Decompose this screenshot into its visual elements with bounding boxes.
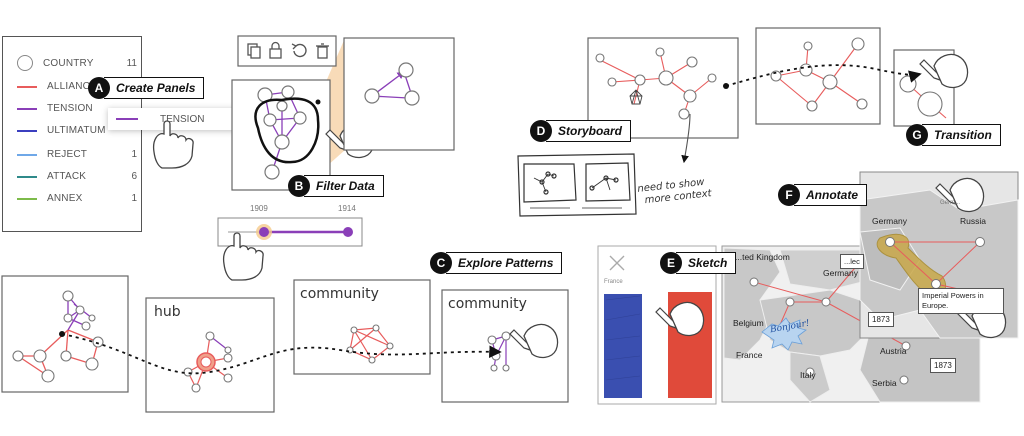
legend-count: 11 [126,57,137,69]
flag-blue-stripe [604,294,642,398]
legend-label: ALLIANCE [47,81,97,92]
annotated-map-relations [889,241,991,297]
community-label: community [448,296,527,312]
legend-label: ANNEX [47,193,83,204]
scribble-mark [629,89,643,105]
legend-row-annex[interactable]: ANNEX 1 [17,193,137,204]
country-node-icon [17,55,33,71]
map-label-germany: Germany [823,268,858,278]
hub-label: hub [154,304,181,320]
badge-letter: B [288,175,310,197]
badge-letter: D [530,120,552,142]
sketch-tab-label: France [604,279,623,285]
step-badge-explore-patterns: C Explore Patterns [430,252,563,274]
badge-label: Explore Patterns [446,252,563,274]
legend-row-attack[interactable]: ATTACK 6 [17,171,137,182]
tension-line-swatch [17,107,37,110]
step-badge-storyboard: D Storyboard [530,120,632,142]
step-badge-annotate: F Annotate [778,184,867,206]
badge-label: Filter Data [304,175,384,197]
reject-line-swatch [17,153,37,156]
legend-label: COUNTRY [43,57,94,69]
ultimatum-line-swatch [17,129,37,132]
filter-graph-nodes [257,85,307,180]
legend-label: ATTACK [47,171,87,182]
map-label-austria: Austria [880,346,907,356]
undo-icon[interactable] [291,43,307,58]
badge-letter: A [88,77,110,99]
legend-label: TENSION [47,103,93,114]
drag-row-label: TENSION [160,113,205,125]
legend-count: 1 [131,193,137,204]
slider-end-handle[interactable] [343,227,353,237]
slider-start-label: 1909 [250,204,268,213]
badge-label: Annotate [794,184,867,206]
step-badge-filter-data: B Filter Data [288,175,384,197]
badge-label: Storyboard [546,120,632,142]
badge-letter: F [778,184,800,206]
legend-label: ULTIMATUM [47,125,106,136]
map-label-italy: Italy [800,370,816,380]
speech-bubble [761,317,807,351]
badge-letter: E [660,252,682,274]
badge-label: Sketch [676,252,737,274]
legend-count: 1 [131,149,137,160]
close-icon[interactable] [609,255,625,271]
badge-label: Transition [922,124,1001,146]
map-label-france: France [736,350,763,360]
copy-icon[interactable] [247,43,261,59]
map-label-serbia: Serbia [872,378,897,388]
legend-count: 6 [131,171,137,182]
filter-panel [231,79,331,191]
map-label-belgium: Belgium [733,318,764,328]
map-label-russia: Russia [960,216,986,226]
community-label: community [300,286,379,302]
sketched-storyboard [517,153,637,217]
badge-label: Create Panels [104,77,205,99]
legend-row-tension[interactable]: TENSION [17,103,137,114]
handwritten-arrow [681,113,691,164]
badge-letter: G [906,124,928,146]
annotation-note: Imperial Powers in Europe. [918,288,1004,314]
community-panel-1 [293,279,431,375]
attack-line-swatch [17,175,37,178]
map-label-germany-partial: Germ... [940,200,961,206]
step-badge-transition: G Transition [906,124,1001,146]
legend-label: REJECT [47,149,88,160]
map-label-germany: Germany [872,216,907,226]
exploration-path [61,333,502,375]
filtered-popout-panel [343,37,455,151]
annex-line-swatch [17,197,37,200]
year-label: 1873 [930,358,956,373]
map-label-united-kingdom: ...ted Kingdom [735,252,790,262]
touch-hand-icon [152,120,194,169]
badge-letter: C [430,252,452,274]
year-label: 1873 [868,312,894,327]
tension-line-swatch [116,118,138,120]
legend-row-reject[interactable]: REJECT 1 [17,149,137,160]
step-badge-sketch: E Sketch [660,252,737,274]
legend-row-alliance[interactable]: ALLIANCE [17,81,137,92]
lasso-selection [254,97,320,164]
alliance-line-swatch [17,85,37,88]
legend-panel: COUNTRY 11 ALLIANCE TENSION ULTIMATUM RE… [2,36,142,232]
legend-row-country[interactable]: COUNTRY 11 [17,55,137,71]
slider-end-label: 1914 [338,204,356,213]
network-nodes [12,290,104,383]
slider-start-handle[interactable] [259,227,269,237]
lock-icon[interactable] [269,41,282,59]
step-badge-create-panels: A Create Panels [88,77,205,99]
map-note: ...lec [840,254,864,269]
legend-row-ultimatum[interactable]: ULTIMATUM [17,125,137,136]
trash-icon[interactable] [316,43,329,59]
